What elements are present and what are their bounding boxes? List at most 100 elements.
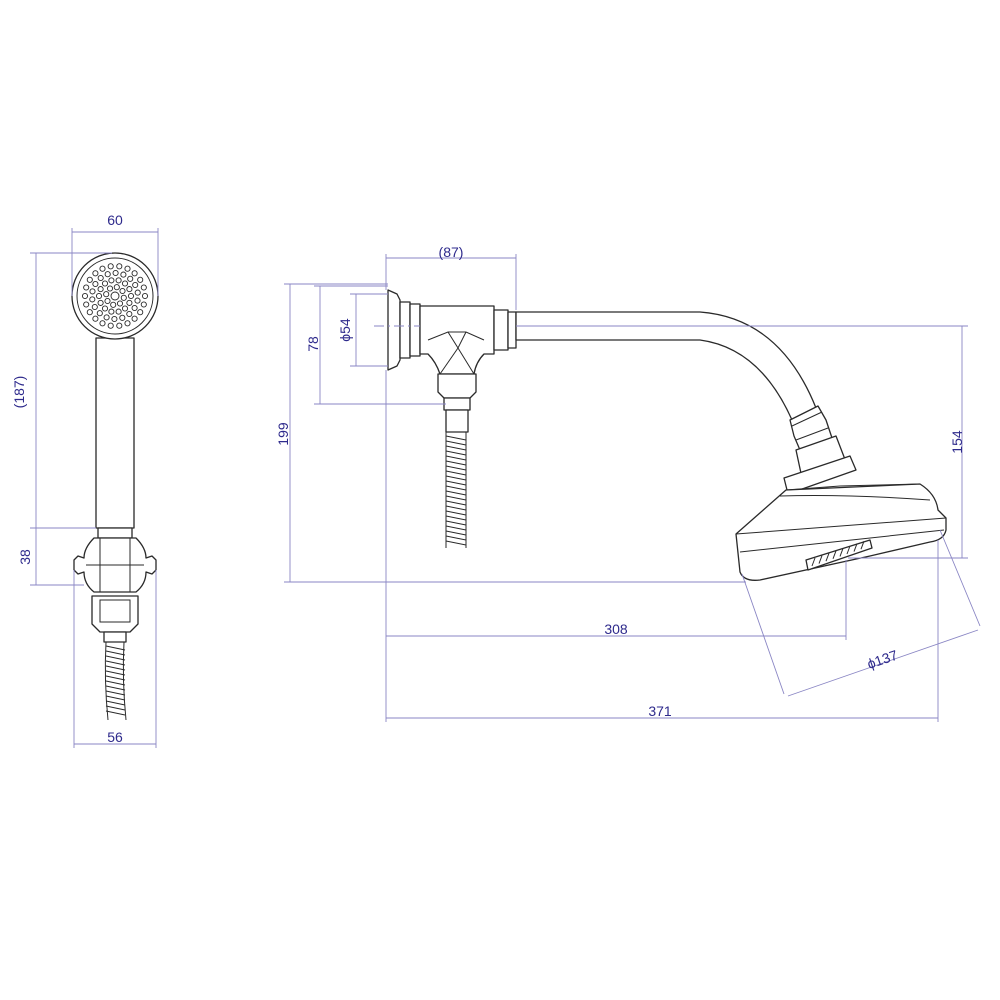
dim-arm-projection: 308	[385, 370, 847, 722]
dim-handset-length: (187)	[11, 252, 112, 529]
spray-nozzle	[126, 310, 133, 318]
hose-coil	[445, 525, 467, 531]
hose-coil	[445, 540, 467, 546]
hose-connector	[91, 595, 139, 633]
dim-holder-height-label: 38	[17, 549, 33, 565]
spray-nozzle	[108, 308, 115, 315]
spray-nozzle	[132, 281, 139, 289]
dim-head-drop: 154	[516, 325, 968, 559]
hose-coil	[445, 445, 467, 451]
spray-nozzle	[116, 300, 124, 307]
dim-outlet-drop: 199	[275, 283, 746, 583]
dim-flange-height-label: 78	[305, 336, 321, 352]
hose-coil	[445, 475, 467, 481]
hose-coil	[445, 485, 467, 491]
spray-slot	[832, 550, 837, 559]
hose-outlet-stem	[445, 409, 469, 433]
spray-nozzle	[116, 322, 123, 329]
hand-shower-spray-rim	[76, 257, 154, 335]
spray-slot	[818, 555, 823, 564]
hose-coil	[445, 490, 467, 496]
hose-coil	[105, 680, 126, 686]
spray-slot	[839, 548, 844, 557]
hose-ferrule	[103, 631, 127, 643]
dim-flange-depth: (87)	[385, 244, 517, 310]
wall-flange	[387, 289, 401, 371]
dim-outlet-drop-label: 199	[275, 422, 291, 446]
hose-coil	[105, 690, 126, 696]
hose-coil	[445, 535, 467, 541]
spray-nozzle	[119, 287, 126, 295]
hose-coil	[105, 655, 126, 661]
holder-detail	[86, 538, 144, 592]
spray-nozzle	[108, 277, 115, 284]
tee-hex-detail	[427, 331, 485, 375]
spray-nozzle	[121, 280, 129, 287]
spray-nozzle	[95, 292, 103, 300]
spray-nozzle	[92, 315, 99, 322]
spray-nozzle	[97, 274, 104, 282]
flange-step	[399, 301, 411, 359]
shower-head-body	[735, 483, 947, 581]
spray-nozzle	[89, 288, 96, 295]
shower-arm	[515, 311, 817, 421]
spray-nozzle	[97, 299, 104, 306]
hose-coil	[445, 440, 467, 446]
spray-nozzle	[104, 297, 111, 305]
spray-nozzle	[101, 280, 109, 287]
hose-coil	[445, 455, 467, 461]
hand-shower-handle	[95, 337, 135, 529]
spray-nozzle	[137, 309, 144, 316]
spray-nozzle	[92, 280, 99, 288]
spray-nozzle	[134, 297, 141, 304]
hand-shower-view: 60 (187) 38 56	[11, 212, 159, 748]
spray-nozzle	[97, 286, 104, 293]
spray-nozzle	[110, 291, 120, 301]
spray-slot	[853, 543, 858, 552]
hose-coil	[445, 505, 467, 511]
spray-nozzle	[83, 301, 90, 308]
spray-nozzles	[81, 263, 149, 329]
dim-flange-height: 78	[305, 285, 446, 405]
spray-nozzle	[131, 270, 138, 277]
dim-head-diameter-label: ϕ137	[865, 647, 900, 672]
dim-overall-projection: 371	[386, 540, 939, 722]
spray-slot	[825, 553, 830, 562]
spray-nozzle	[116, 263, 123, 270]
hose-coil	[105, 665, 126, 671]
dim-handset-length-label: (187)	[11, 376, 27, 409]
spray-nozzle	[106, 285, 114, 292]
hose-coil	[105, 710, 126, 716]
spray-nozzle	[104, 271, 111, 278]
spray-nozzle	[92, 270, 99, 277]
connector-nut	[99, 599, 131, 623]
dim-holder-width-label: 56	[107, 729, 123, 745]
shower-arm-view: (87) ϕ54 78 199 154 308 ϕ137 371	[275, 244, 981, 722]
spray-nozzle	[115, 277, 122, 284]
dim-holder-width: 56	[73, 570, 157, 748]
spray-nozzle	[124, 320, 131, 327]
arm-joint-rings	[791, 411, 829, 441]
hose-coil	[445, 520, 467, 526]
spray-nozzle	[86, 309, 93, 316]
spray-nozzle	[107, 263, 114, 270]
hose-coil	[445, 465, 467, 471]
spray-nozzle	[131, 315, 138, 322]
dim-handset-width-label: 60	[107, 212, 123, 228]
dim-holder-height: 38	[17, 528, 84, 586]
spray-nozzle	[101, 305, 109, 312]
dim-overall-projection-label: 371	[648, 703, 672, 719]
spray-nozzle	[89, 296, 96, 303]
hose-coil	[105, 650, 126, 656]
hose-coil	[105, 675, 126, 681]
spray-nozzle	[124, 265, 131, 272]
spray-nozzle	[81, 292, 89, 300]
dim-arm-projection-label: 308	[604, 621, 628, 637]
spray-nozzle	[111, 315, 118, 323]
spray-nozzle	[120, 271, 127, 278]
arm-nut	[493, 309, 509, 351]
spray-nozzle	[119, 314, 126, 321]
spray-nozzle	[91, 303, 98, 311]
hose-coil	[445, 495, 467, 501]
